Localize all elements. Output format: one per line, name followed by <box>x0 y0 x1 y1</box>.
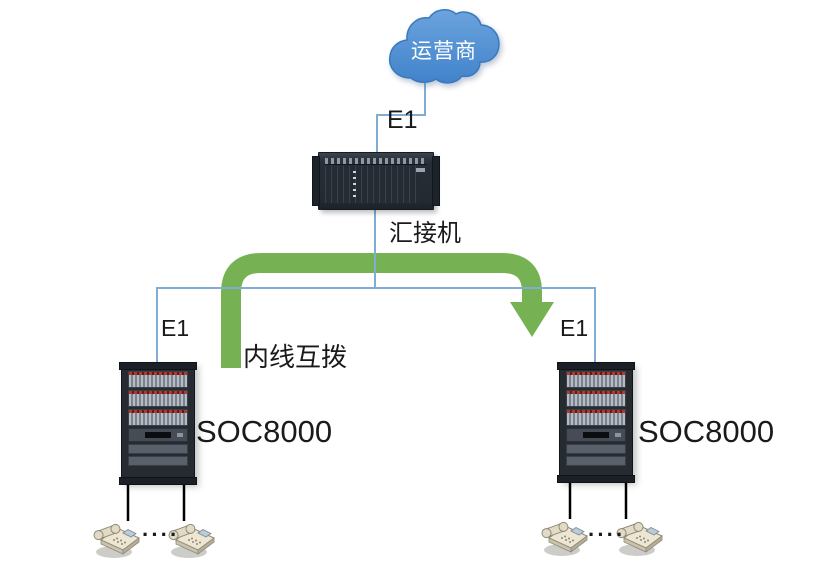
rack-shelves <box>566 371 626 474</box>
card-shelf <box>566 409 626 426</box>
e1-label-left: E1 <box>161 315 190 341</box>
tandem-switch-device <box>312 152 440 210</box>
rack-top-cap <box>557 362 635 370</box>
chassis-label-tag <box>416 168 425 172</box>
rack-base <box>119 477 197 485</box>
chassis-mount-ear-left <box>312 156 320 206</box>
e1-label-top: E1 <box>387 106 418 134</box>
internal-dial-arrow <box>221 253 542 368</box>
chassis-card-slots <box>325 166 419 203</box>
rack-top-cap <box>119 362 197 370</box>
card-shelf <box>566 371 626 388</box>
e1-link-cloud-to-tandem <box>376 80 426 152</box>
left-pbx-rack <box>119 362 197 485</box>
internal-dial-arrowhead <box>510 302 554 337</box>
card-shelf <box>128 371 188 388</box>
cloud-icon <box>388 9 500 84</box>
blank-panel <box>566 444 626 454</box>
phone-icon <box>93 516 143 562</box>
right-phones-ellipsis: ···· <box>588 522 626 547</box>
phone-icon <box>541 514 591 560</box>
card-shelf <box>566 390 626 407</box>
carrier-cloud-node: 运营商 <box>384 5 504 91</box>
left-phones-ellipsis: ···· <box>142 522 180 547</box>
chassis-connector-row <box>325 158 427 165</box>
card-shelf <box>128 409 188 426</box>
tandem-switch-label: 汇接机 <box>389 220 461 247</box>
rack-base <box>557 475 635 483</box>
chassis-mount-ear-right <box>432 156 440 206</box>
blank-panel <box>128 444 188 454</box>
right-pbx-label: SOC8000 <box>638 414 775 449</box>
e1-label-right: E1 <box>560 315 589 341</box>
card-shelf <box>128 390 188 407</box>
rack-shelves <box>128 371 188 476</box>
e1-link-bus-to-pbxs <box>156 287 596 363</box>
left-pbx-label: SOC8000 <box>196 414 333 449</box>
blank-panel <box>566 456 626 466</box>
right-pbx-rack <box>557 362 635 483</box>
blank-panel <box>128 456 188 466</box>
internal-dial-label: 内线互拨 <box>243 342 348 372</box>
control-unit <box>566 428 626 442</box>
control-unit <box>128 428 188 442</box>
chassis-led-column <box>353 171 356 199</box>
carrier-label: 运营商 <box>411 40 477 63</box>
